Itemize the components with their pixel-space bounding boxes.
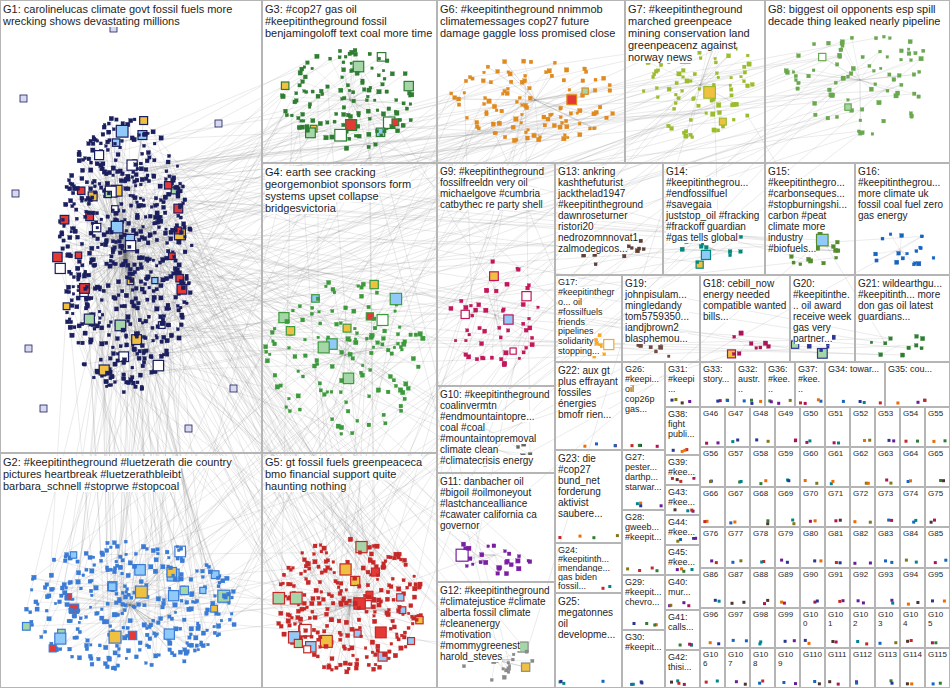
network-canvas: G1: carolinelucas climate govt fossil fu… (0, 0, 950, 688)
